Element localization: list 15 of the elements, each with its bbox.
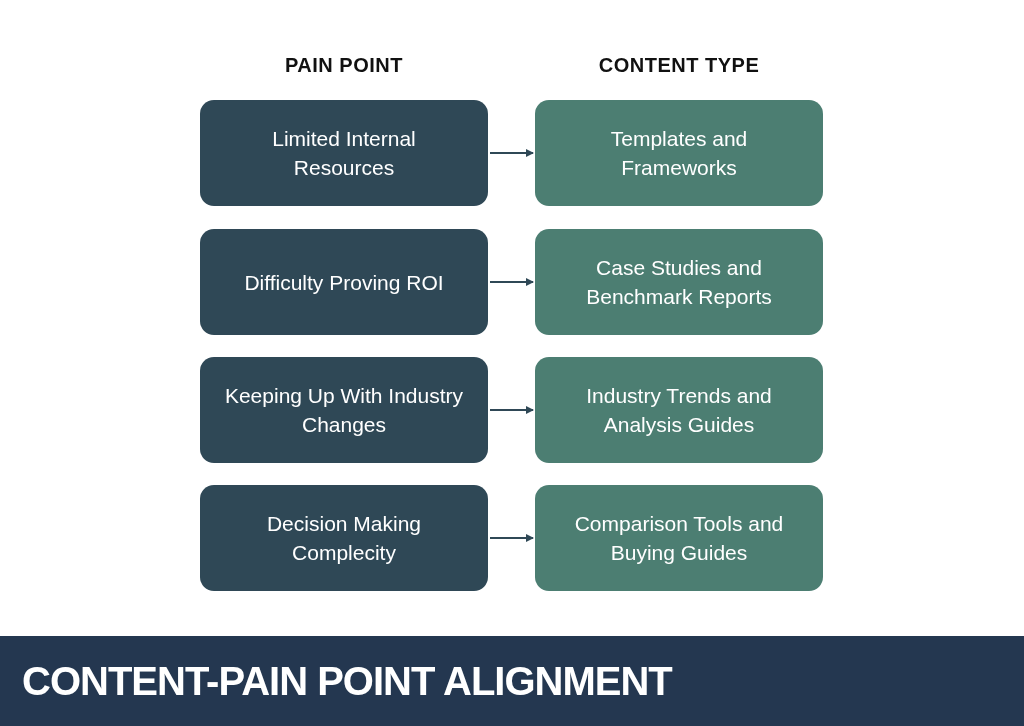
pain-point-box: Decision Making Complecity [200, 485, 488, 591]
content-type-box: Case Studies and Benchmark Reports [535, 229, 823, 335]
content-type-box: Templates and Frameworks [535, 100, 823, 206]
column-header: PAIN POINT [285, 53, 403, 78]
pain-point-box: Difficulty Proving ROI [200, 229, 488, 335]
arrow [489, 278, 534, 286]
arrow [489, 406, 534, 414]
pain-point-box: Limited Internal Resources [200, 100, 488, 206]
title: CONTENT-PAIN POINT ALIGNMENT [22, 658, 672, 705]
column-header: CONTENT TYPE [598, 53, 760, 78]
pain-point-box: Keeping Up With Industry Changes [200, 357, 488, 463]
arrow [489, 149, 534, 157]
content-type-box: Comparison Tools and Buying Guides [535, 485, 823, 591]
arrow [489, 534, 534, 542]
content-type-box: Industry Trends and Analysis Guides [535, 357, 823, 463]
